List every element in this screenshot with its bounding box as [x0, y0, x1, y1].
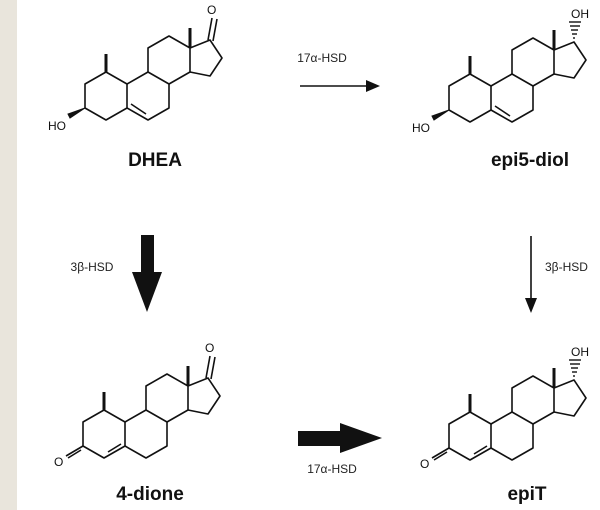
arrow-left: [132, 235, 162, 312]
epit-label: epiT: [507, 484, 546, 505]
epit-c3-label: O: [420, 457, 429, 471]
dhea-c17-label: O: [207, 3, 216, 17]
arrow-bottom: [298, 423, 382, 453]
enzyme-label-left: 3β-HSD: [71, 260, 114, 274]
diagram-panel: [17, 0, 600, 510]
epit-c17-label: OH: [571, 345, 589, 359]
dhea-label: DHEA: [128, 150, 182, 171]
arrow-right: [525, 236, 537, 313]
4-dione-label: 4-dione: [116, 484, 184, 505]
4-dione-structure: O O: [54, 341, 222, 469]
epit-structure: OH O: [420, 345, 589, 471]
arrow-top: [300, 80, 380, 92]
enzyme-label-bottom: 17α-HSD: [307, 462, 357, 476]
4-dione-c3-label: O: [54, 455, 63, 469]
epi5-diol-c3-label: HO: [412, 121, 430, 135]
epi5-diol-structure: OH HO: [412, 7, 589, 135]
dhea-structure: O HO: [48, 3, 224, 133]
epi5-diol-c17-label: OH: [571, 7, 589, 21]
dhea-c3-label: HO: [48, 119, 66, 133]
epi5-diol-label: epi5-diol: [491, 150, 569, 171]
enzyme-label-right: 3β-HSD: [545, 260, 588, 274]
4-dione-c17-label: O: [205, 341, 214, 355]
enzyme-label-top: 17α-HSD: [297, 51, 347, 65]
